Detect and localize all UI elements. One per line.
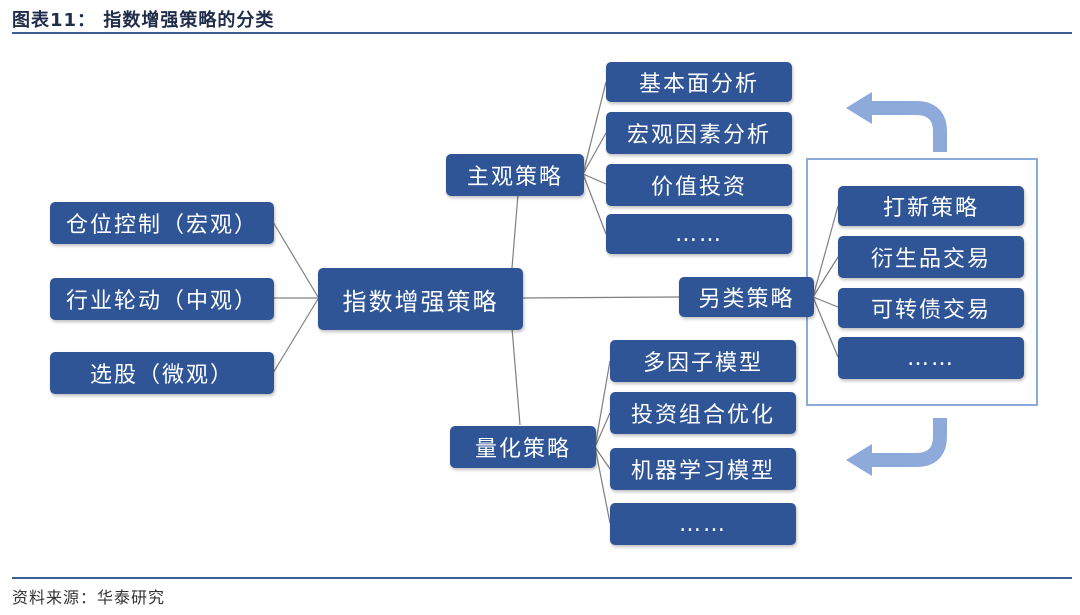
connector-subjective-2 — [582, 132, 607, 175]
arrow-bottom-head — [846, 444, 872, 476]
quant-item-4: …… — [610, 503, 796, 545]
connector-alternative-3 — [812, 296, 839, 308]
connector-alternative-4 — [812, 296, 839, 358]
connector-quant-1 — [594, 360, 611, 448]
subjective-item-1: 基本面分析 — [606, 62, 792, 102]
alternative-item-3: 可转债交易 — [838, 288, 1024, 328]
subjective-item-2: 宏观因素分析 — [606, 112, 792, 154]
subjective-item-3: 价值投资 — [606, 164, 792, 206]
alternative-item-2: 衍生品交易 — [838, 236, 1024, 278]
center-node: 指数增强策略 — [318, 268, 523, 330]
branch-quant: 量化策略 — [450, 426, 596, 468]
connector-quant-2 — [594, 412, 611, 448]
connector-center-subjective — [511, 193, 519, 269]
connector-subjective-4 — [582, 173, 607, 235]
connector-left-1 — [272, 221, 319, 298]
branch-alternative: 另类策略 — [679, 277, 814, 317]
quant-item-2: 投资组合优化 — [610, 392, 796, 434]
connector-alternative-2 — [812, 256, 839, 298]
connector-quant-4 — [594, 446, 611, 524]
arrow-top-head — [846, 92, 872, 124]
top-rule — [12, 32, 1072, 34]
left-node-sector-rotation: 行业轮动（中观） — [50, 278, 274, 320]
connector-left-3 — [272, 298, 319, 374]
connector-center-alternative — [521, 296, 680, 299]
alternative-item-1: 打新策略 — [838, 186, 1024, 226]
source-note: 资料来源：华泰研究 — [12, 588, 166, 607]
connector-subjective-1 — [582, 81, 607, 175]
branch-subjective: 主观策略 — [446, 154, 584, 196]
arrow-bottom-path — [870, 418, 947, 467]
alternative-item-4: …… — [838, 337, 1024, 379]
connector-alternative-1 — [812, 205, 839, 298]
left-node-stock-selection: 选股（微观） — [50, 352, 274, 394]
subjective-item-4: …… — [606, 214, 792, 254]
connector-subjective-3 — [582, 173, 607, 185]
quant-item-1: 多因子模型 — [610, 340, 796, 382]
arrow-top-path — [870, 101, 947, 152]
figure-title: 图表11： 指数增强策略的分类 — [12, 10, 275, 31]
connector-quant-3 — [594, 446, 611, 470]
connector-center-quant — [511, 327, 521, 426]
quant-item-3: 机器学习模型 — [610, 448, 796, 490]
bottom-rule — [12, 577, 1072, 579]
left-node-position-control: 仓位控制（宏观） — [50, 202, 274, 244]
